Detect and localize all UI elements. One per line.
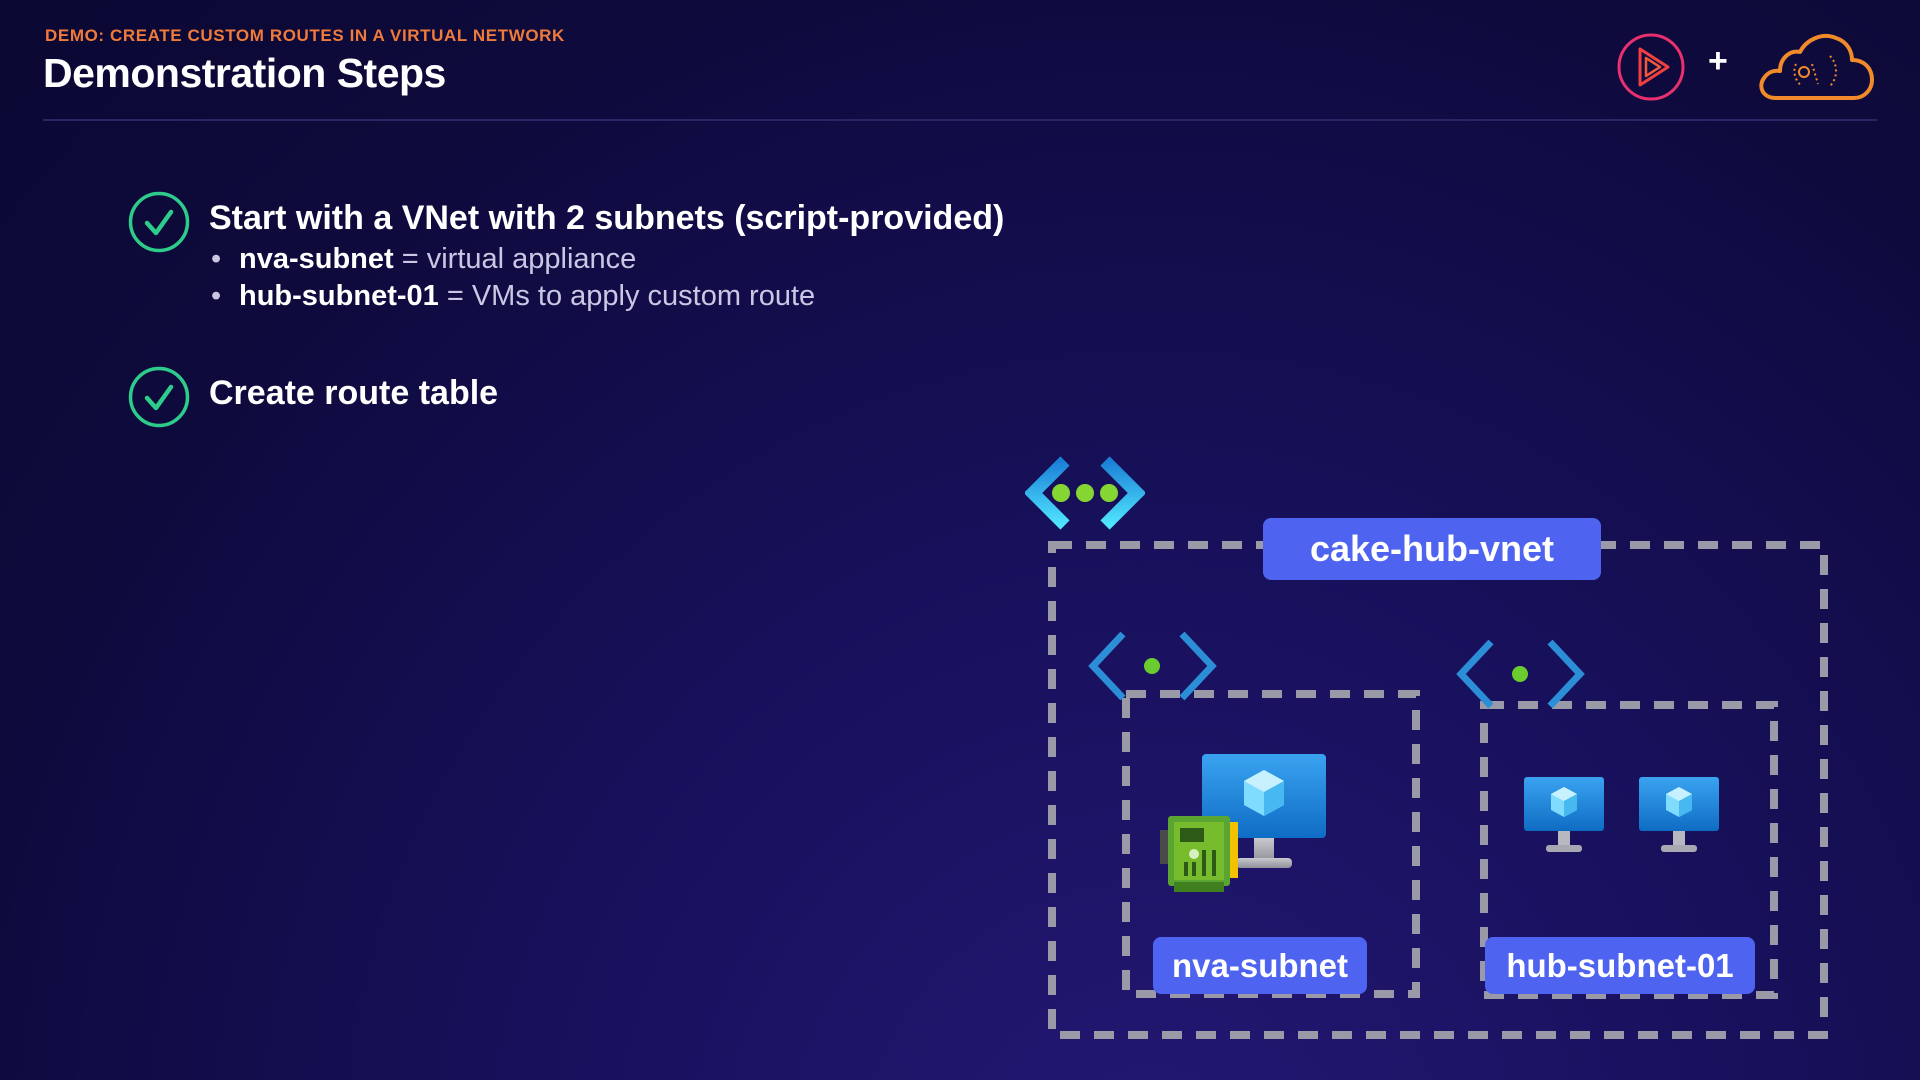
step-1-title: Start with a VNet with 2 subnets (script… [209, 199, 1005, 237]
cloud-logo-icon [1759, 33, 1874, 100]
step-2-title: Create route table [209, 374, 499, 412]
virtual-machine-icon [1524, 777, 1604, 852]
step-1-bullets: nva-subnet = virtual appliance hub-subne… [209, 241, 815, 315]
subnet-icon [1088, 631, 1217, 701]
bullet-item: nva-subnet = virtual appliance [209, 241, 815, 278]
vnet-label: cake-hub-vnet [1263, 518, 1601, 580]
virtual-machine-icon [1202, 754, 1326, 868]
check-circle-icon [128, 366, 190, 428]
network-diagram: cake-hub-vnet nva-subnet hub-subnet-01 [1020, 450, 1850, 1050]
brand-logos: + [1616, 28, 1876, 104]
header-divider [43, 119, 1877, 121]
nva-subnet-label: nva-subnet [1153, 937, 1367, 994]
header-kicker: DEMO: CREATE CUSTOM ROUTES IN A VIRTUAL … [45, 26, 565, 45]
page-title: Demonstration Steps [43, 50, 446, 96]
subnet-icon [1456, 639, 1585, 709]
bullet-term: hub-subnet-01 [239, 280, 439, 312]
plus-sign: + [1708, 42, 1728, 80]
play-logo-icon [1617, 33, 1685, 101]
bullet-term: nva-subnet [239, 243, 394, 275]
bullet-text: = VMs to apply custom route [438, 280, 816, 312]
bullet-text: = virtual appliance [393, 243, 637, 275]
virtual-network-icon [1025, 456, 1145, 530]
bullet-item: hub-subnet-01 = VMs to apply custom rout… [209, 278, 815, 315]
hub-subnet-label: hub-subnet-01 [1485, 937, 1755, 994]
virtual-machine-icon [1639, 777, 1719, 852]
check-circle-icon [128, 191, 190, 253]
network-appliance-icon [1160, 816, 1238, 892]
